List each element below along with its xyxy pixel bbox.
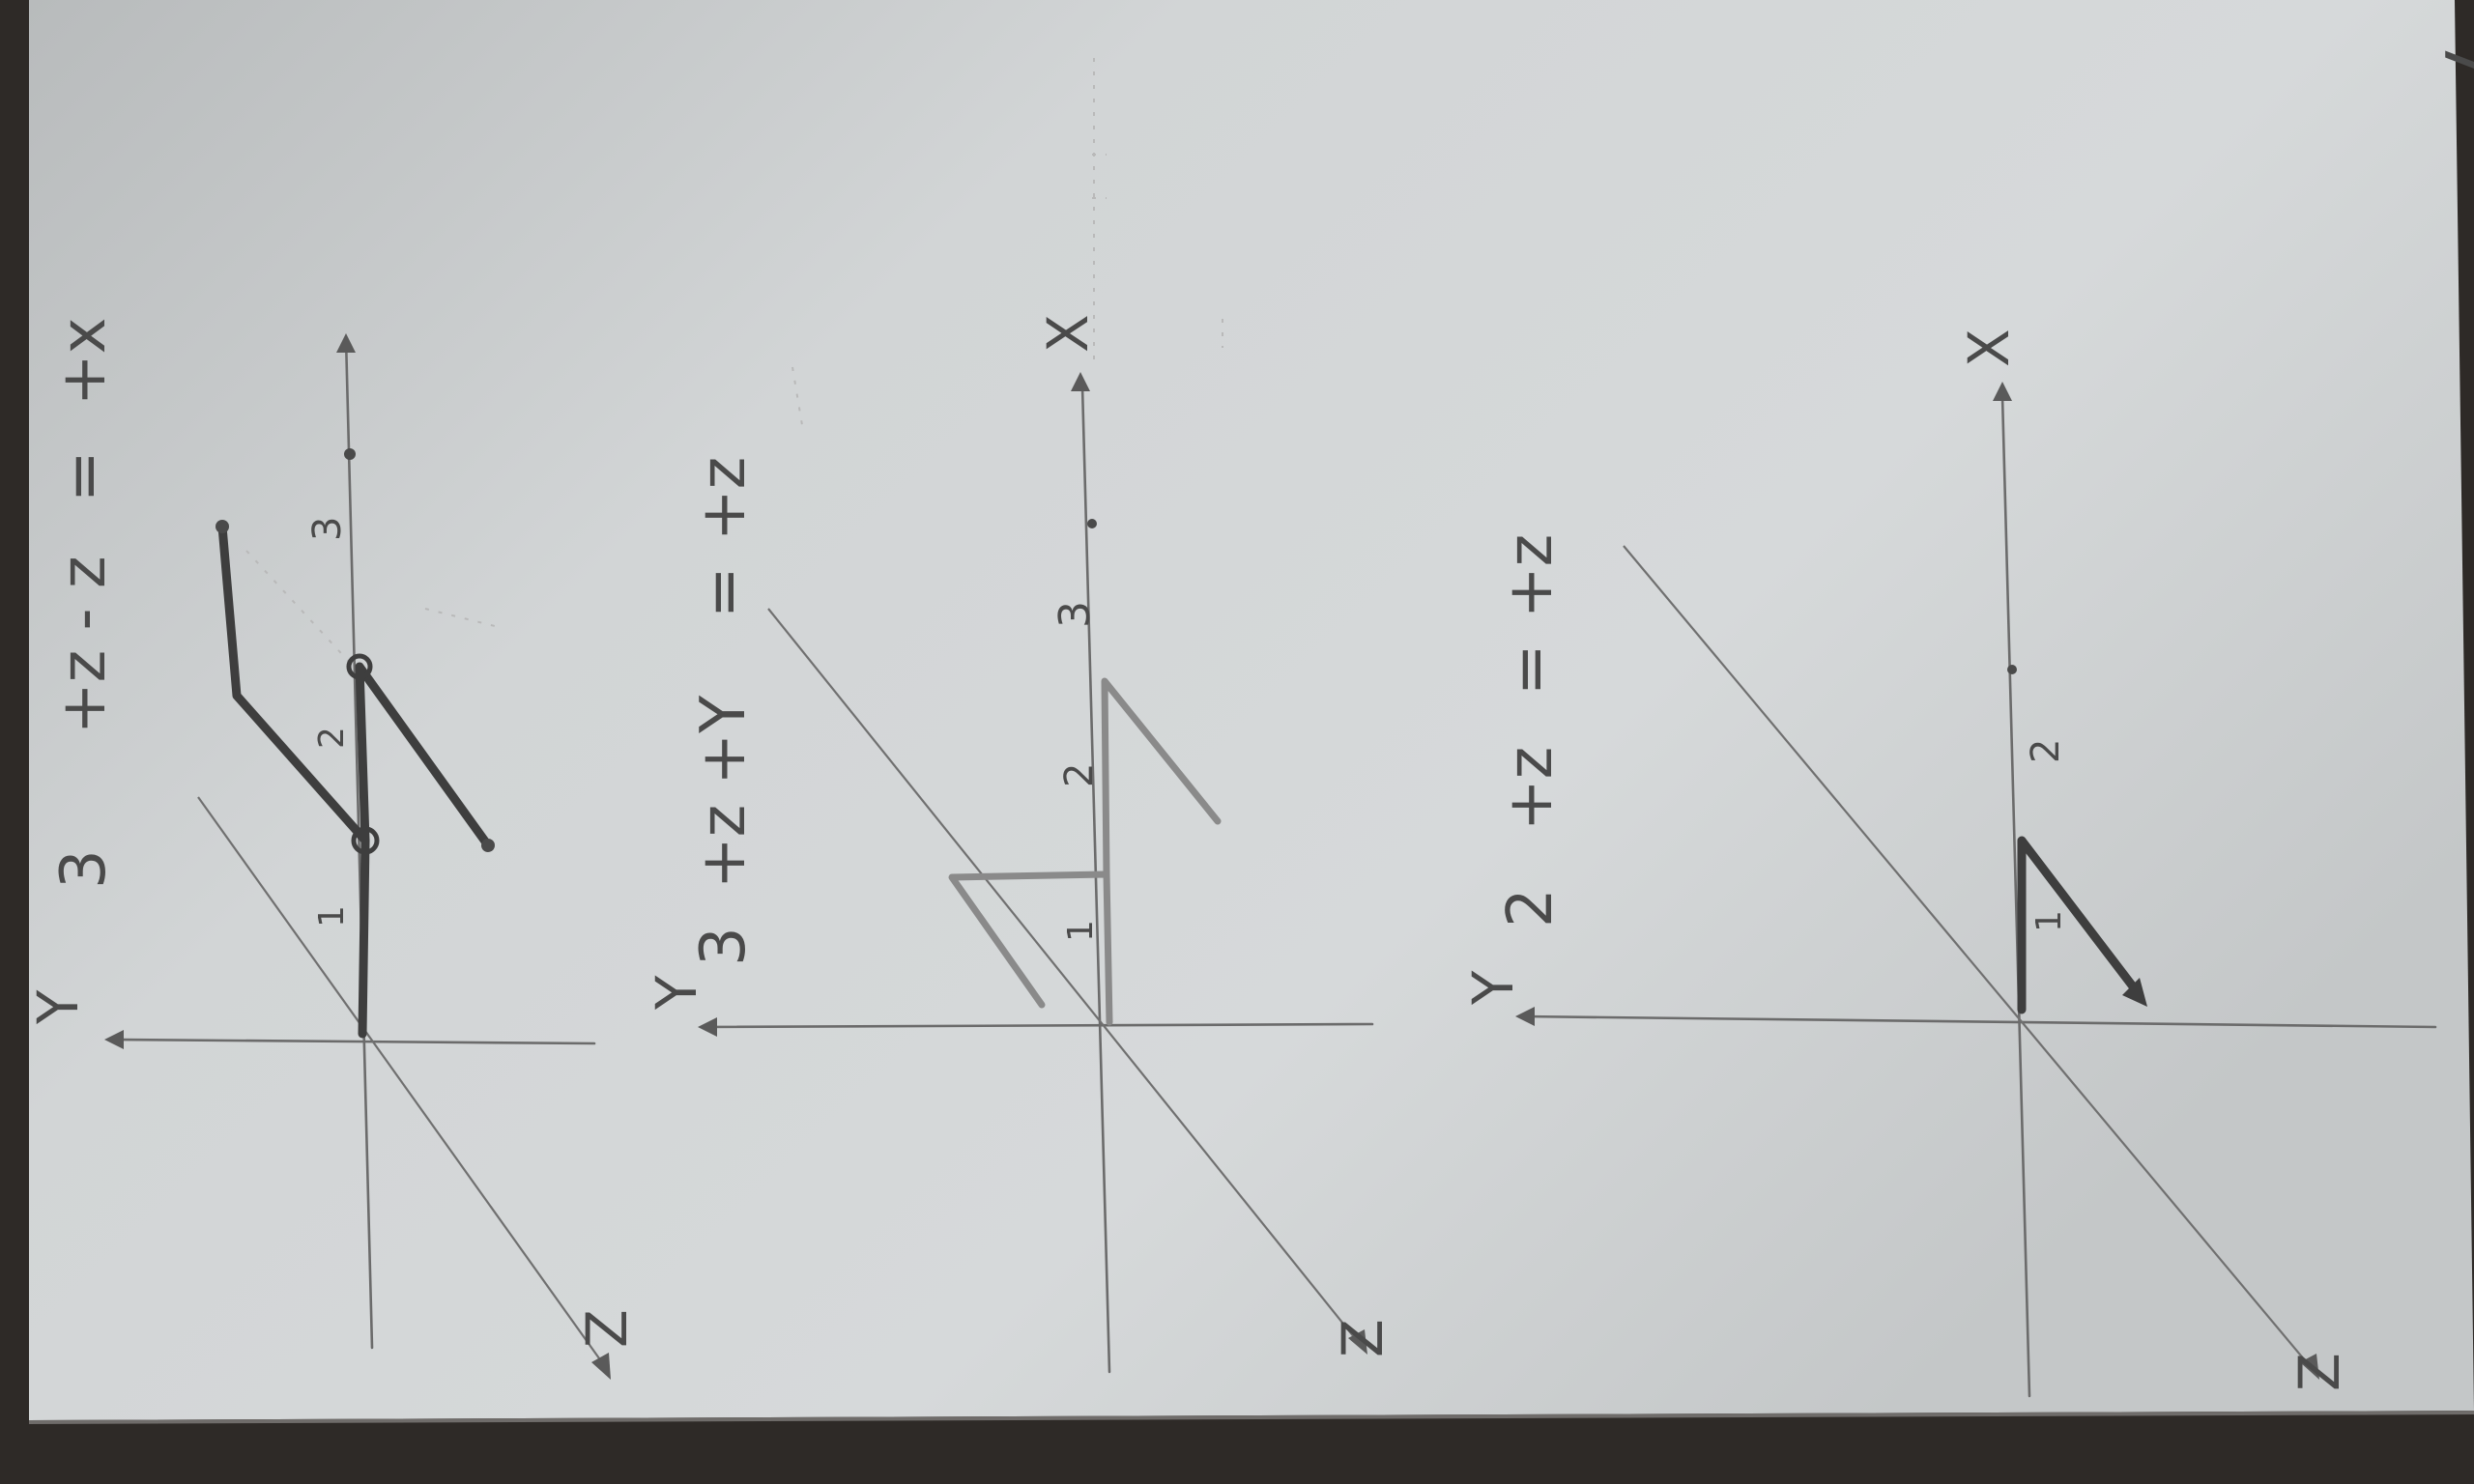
path-node <box>351 826 380 855</box>
tick-dot <box>1087 519 1097 528</box>
y-axis-label: Y <box>1460 970 1526 1006</box>
equation-result: +x <box>48 318 120 407</box>
construction-line <box>245 550 363 677</box>
y-axis <box>109 1038 596 1045</box>
equation-count: 3 <box>688 927 760 966</box>
y-axis <box>1520 1014 2437 1029</box>
tick-dot <box>2007 665 2017 674</box>
equation-result: +z <box>688 457 760 541</box>
path-node <box>481 839 495 852</box>
vector-path <box>1101 677 1222 878</box>
tick-dot <box>344 448 356 460</box>
tick-label: 1 <box>1061 920 1101 942</box>
page-number: 7 <box>2429 39 2474 80</box>
diagram-middle: 3 +z +Y = +z Y X Z 1 2 3 <box>644 314 1395 1374</box>
y-axis <box>702 1022 1374 1029</box>
z-axis-label: Z <box>1330 1319 1395 1357</box>
z-axis <box>767 608 1364 1349</box>
equation-operation: +z - z <box>48 556 120 734</box>
equation-bottom: 2 +z = +z <box>1495 534 1567 928</box>
z-axis <box>197 796 610 1373</box>
z-axis-label: Z <box>2287 1353 2352 1391</box>
y-axis-label: Y <box>25 989 91 1025</box>
tick-label: 3 <box>1050 601 1100 628</box>
equation-count: 2 <box>1495 888 1567 928</box>
paper-sheet <box>29 0 2474 1420</box>
diagram-bottom: 2 +z = +z Y X Z 1 2 <box>1460 328 2437 1398</box>
tick-label: 2 <box>2024 739 2068 763</box>
vector-path <box>2017 836 2141 1014</box>
equation-middle: 3 +z +Y = +z <box>688 457 760 966</box>
x-axis-arrow-icon <box>1071 372 1090 391</box>
x-axis <box>1080 385 1111 1374</box>
tick-label: 1 <box>2029 910 2069 932</box>
y-axis-arrow-icon <box>698 1017 717 1037</box>
equation-result: +z <box>1495 534 1567 618</box>
y-axis-arrow-icon <box>104 1030 124 1049</box>
vector-path <box>948 870 1113 1026</box>
x-axis-arrow-icon <box>1993 382 2012 401</box>
y-axis-label: Y <box>644 975 709 1011</box>
equation-equals: = <box>688 566 760 618</box>
y-axis-arrow-icon <box>1515 1007 1535 1026</box>
tick-label: 1 <box>312 905 352 928</box>
x-axis-arrow-icon <box>336 333 356 353</box>
tick-label: 2 <box>312 727 352 749</box>
tick-label: 2 <box>1057 763 1102 787</box>
x-axis-label: X <box>1956 328 2022 367</box>
z-axis <box>1623 545 2316 1373</box>
equation-operation: +z +Y <box>688 695 760 889</box>
equation-operation: +z <box>1495 747 1567 831</box>
vector-arrow-icon <box>2122 978 2147 1007</box>
x-axis-label: X <box>1035 314 1101 353</box>
tick-label: 3 <box>305 517 350 541</box>
x-axis <box>344 336 374 1350</box>
equation-equals: = <box>48 450 120 502</box>
vector-path <box>355 662 493 850</box>
paper-edge-shadow <box>28 1411 2474 1424</box>
path-node <box>216 520 229 533</box>
z-axis-label: Z <box>574 1309 640 1348</box>
x-axis <box>2000 394 2031 1398</box>
construction-line <box>791 366 803 426</box>
z-axis-arrow-icon <box>2300 1354 2319 1380</box>
path-node <box>346 653 373 680</box>
vector-path <box>217 522 370 1039</box>
equation-count: 3 <box>48 849 120 889</box>
z-axis-arrow-icon <box>591 1353 611 1380</box>
diagram-top: 3 +z - z = +x Y Z 1 2 3 <box>25 318 640 1380</box>
z-axis-arrow-icon <box>1348 1329 1367 1355</box>
equation-equals: = <box>1495 643 1567 696</box>
equation-top: 3 +z - z = +x <box>48 318 120 890</box>
